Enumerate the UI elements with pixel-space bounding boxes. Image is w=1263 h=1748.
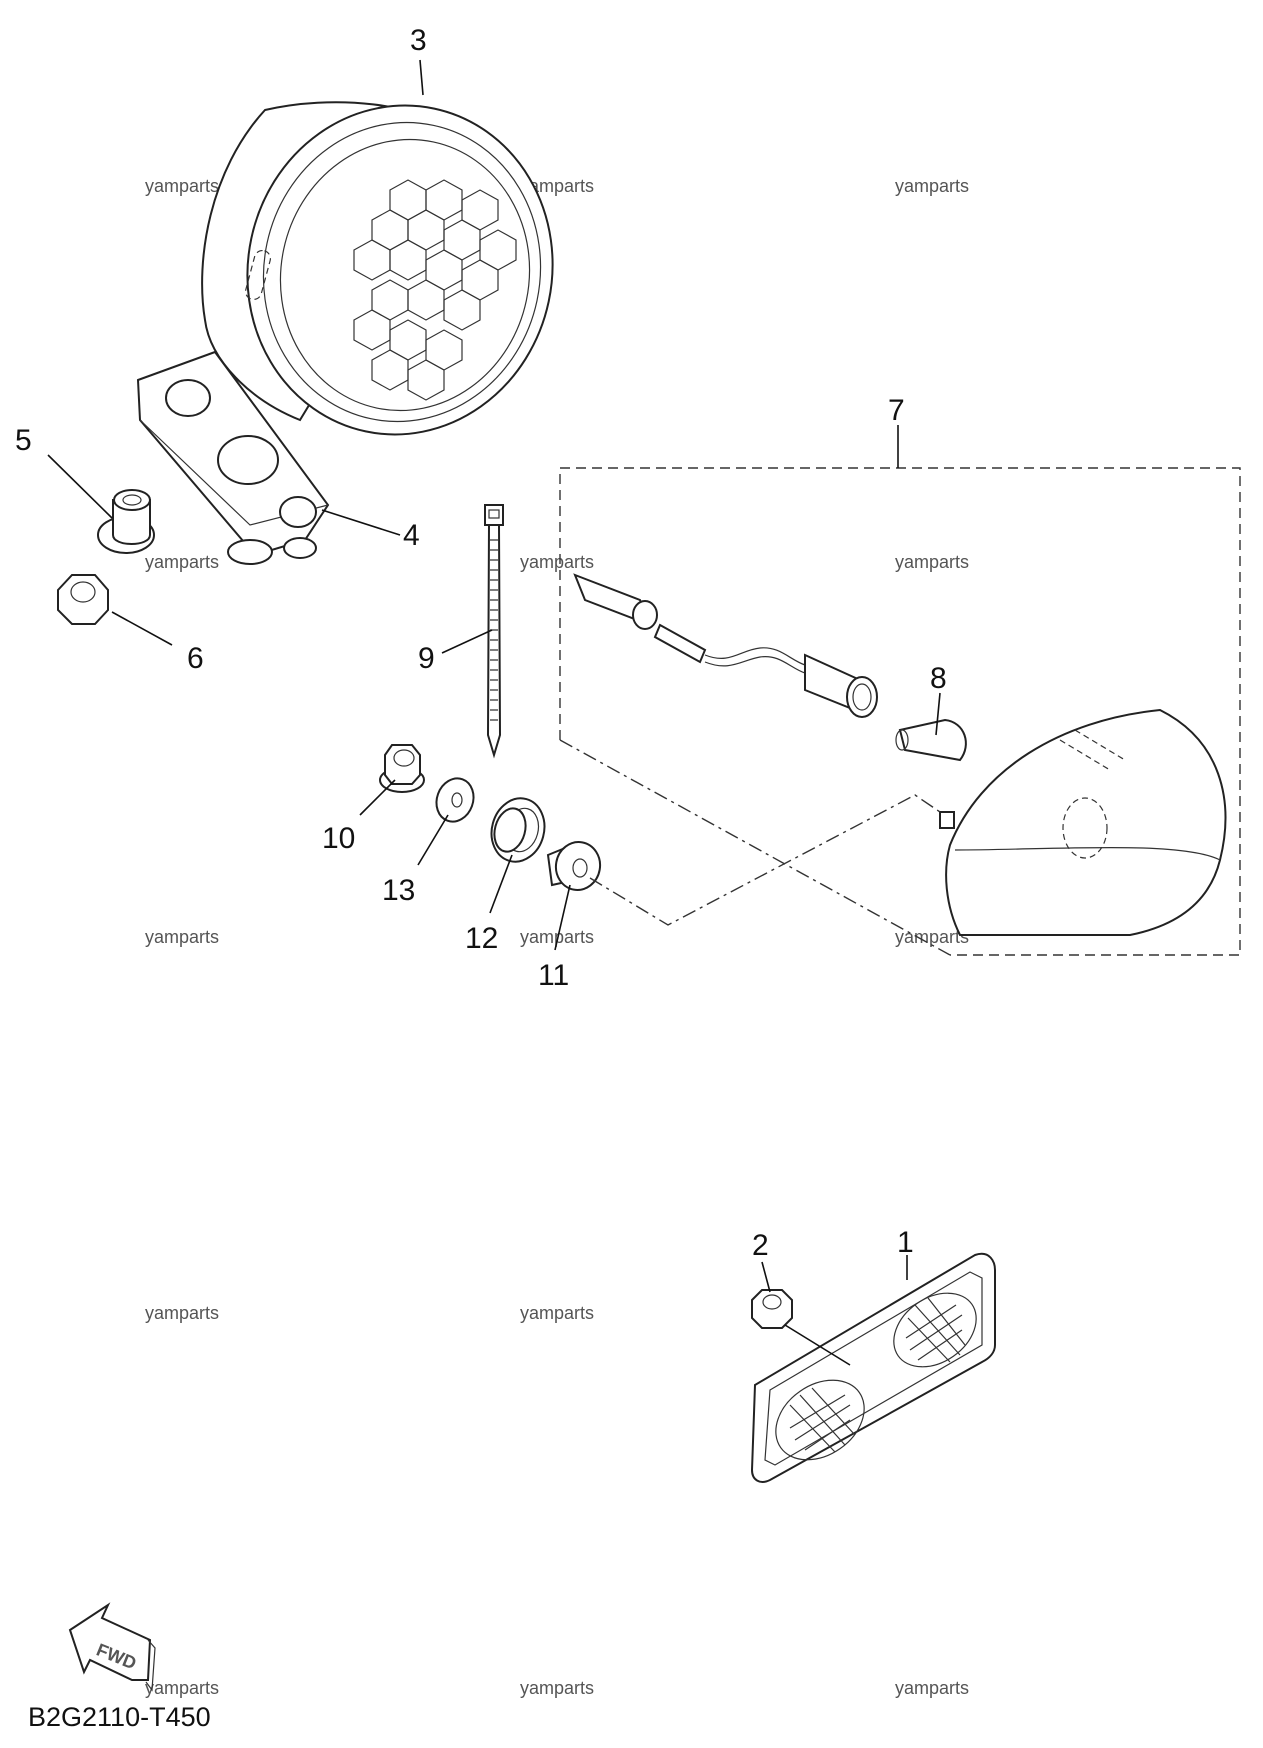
callout-5: 5 xyxy=(15,424,32,457)
watermark: yamparts xyxy=(145,1303,219,1323)
callouts: 3 4 5 6 7 8 9 10 13 12 11 1 2 xyxy=(15,24,947,1262)
part-7-socket-wire[interactable] xyxy=(573,573,878,718)
callout-1: 1 xyxy=(897,1226,914,1259)
callout-9: 9 xyxy=(418,642,435,675)
part-13-washer[interactable] xyxy=(431,773,480,827)
callout-13: 13 xyxy=(382,874,415,907)
part-2-nut[interactable] xyxy=(751,1289,793,1329)
callout-2: 2 xyxy=(752,1229,769,1262)
part-9-cable-tie[interactable] xyxy=(484,504,504,759)
part-3-lamp[interactable] xyxy=(201,77,583,463)
watermark: yamparts xyxy=(520,552,594,572)
watermark: yamparts xyxy=(520,176,594,196)
watermark: yamparts xyxy=(895,1678,969,1698)
callout-12: 12 xyxy=(465,922,498,955)
part-6-nut[interactable] xyxy=(57,574,109,625)
part-1-reflector[interactable] xyxy=(750,1252,996,1483)
watermark: yamparts xyxy=(895,927,969,947)
callout-10: 10 xyxy=(322,822,355,855)
leader-lines xyxy=(47,59,941,1366)
callout-4: 4 xyxy=(403,519,420,552)
watermark: yamparts xyxy=(520,1678,594,1698)
hex-lens-pattern xyxy=(353,179,517,401)
part-12-grommet[interactable] xyxy=(485,792,552,867)
callout-6: 6 xyxy=(187,642,204,675)
watermark: yamparts xyxy=(895,552,969,572)
part-7-turn-signal-housing[interactable] xyxy=(939,708,1227,936)
watermark: yamparts xyxy=(145,176,219,196)
watermark: yamparts xyxy=(520,1303,594,1323)
watermark: yamparts xyxy=(145,1678,219,1698)
part-4-bracket[interactable] xyxy=(136,350,330,565)
assembly-path xyxy=(589,794,941,926)
fwd-arrow: FWD xyxy=(68,1602,156,1692)
callout-8: 8 xyxy=(930,662,947,695)
part-11-collar[interactable] xyxy=(546,839,604,894)
part-5-collar[interactable] xyxy=(97,489,155,554)
watermark: yamparts xyxy=(520,927,594,947)
watermark: yamparts xyxy=(895,176,969,196)
part-7-assembly-outline xyxy=(559,467,1241,956)
callout-7: 7 xyxy=(888,394,905,427)
callout-11: 11 xyxy=(538,959,569,992)
part-10-flange-nut[interactable] xyxy=(379,744,425,793)
diagram-code: B2G2110-T450 xyxy=(28,1702,211,1732)
part-8-bulb[interactable] xyxy=(895,718,967,762)
watermarks: yamparts yamparts yamparts yamparts yamp… xyxy=(145,176,969,1698)
watermark: yamparts xyxy=(145,552,219,572)
watermark: yamparts xyxy=(145,927,219,947)
callout-3: 3 xyxy=(410,24,427,57)
